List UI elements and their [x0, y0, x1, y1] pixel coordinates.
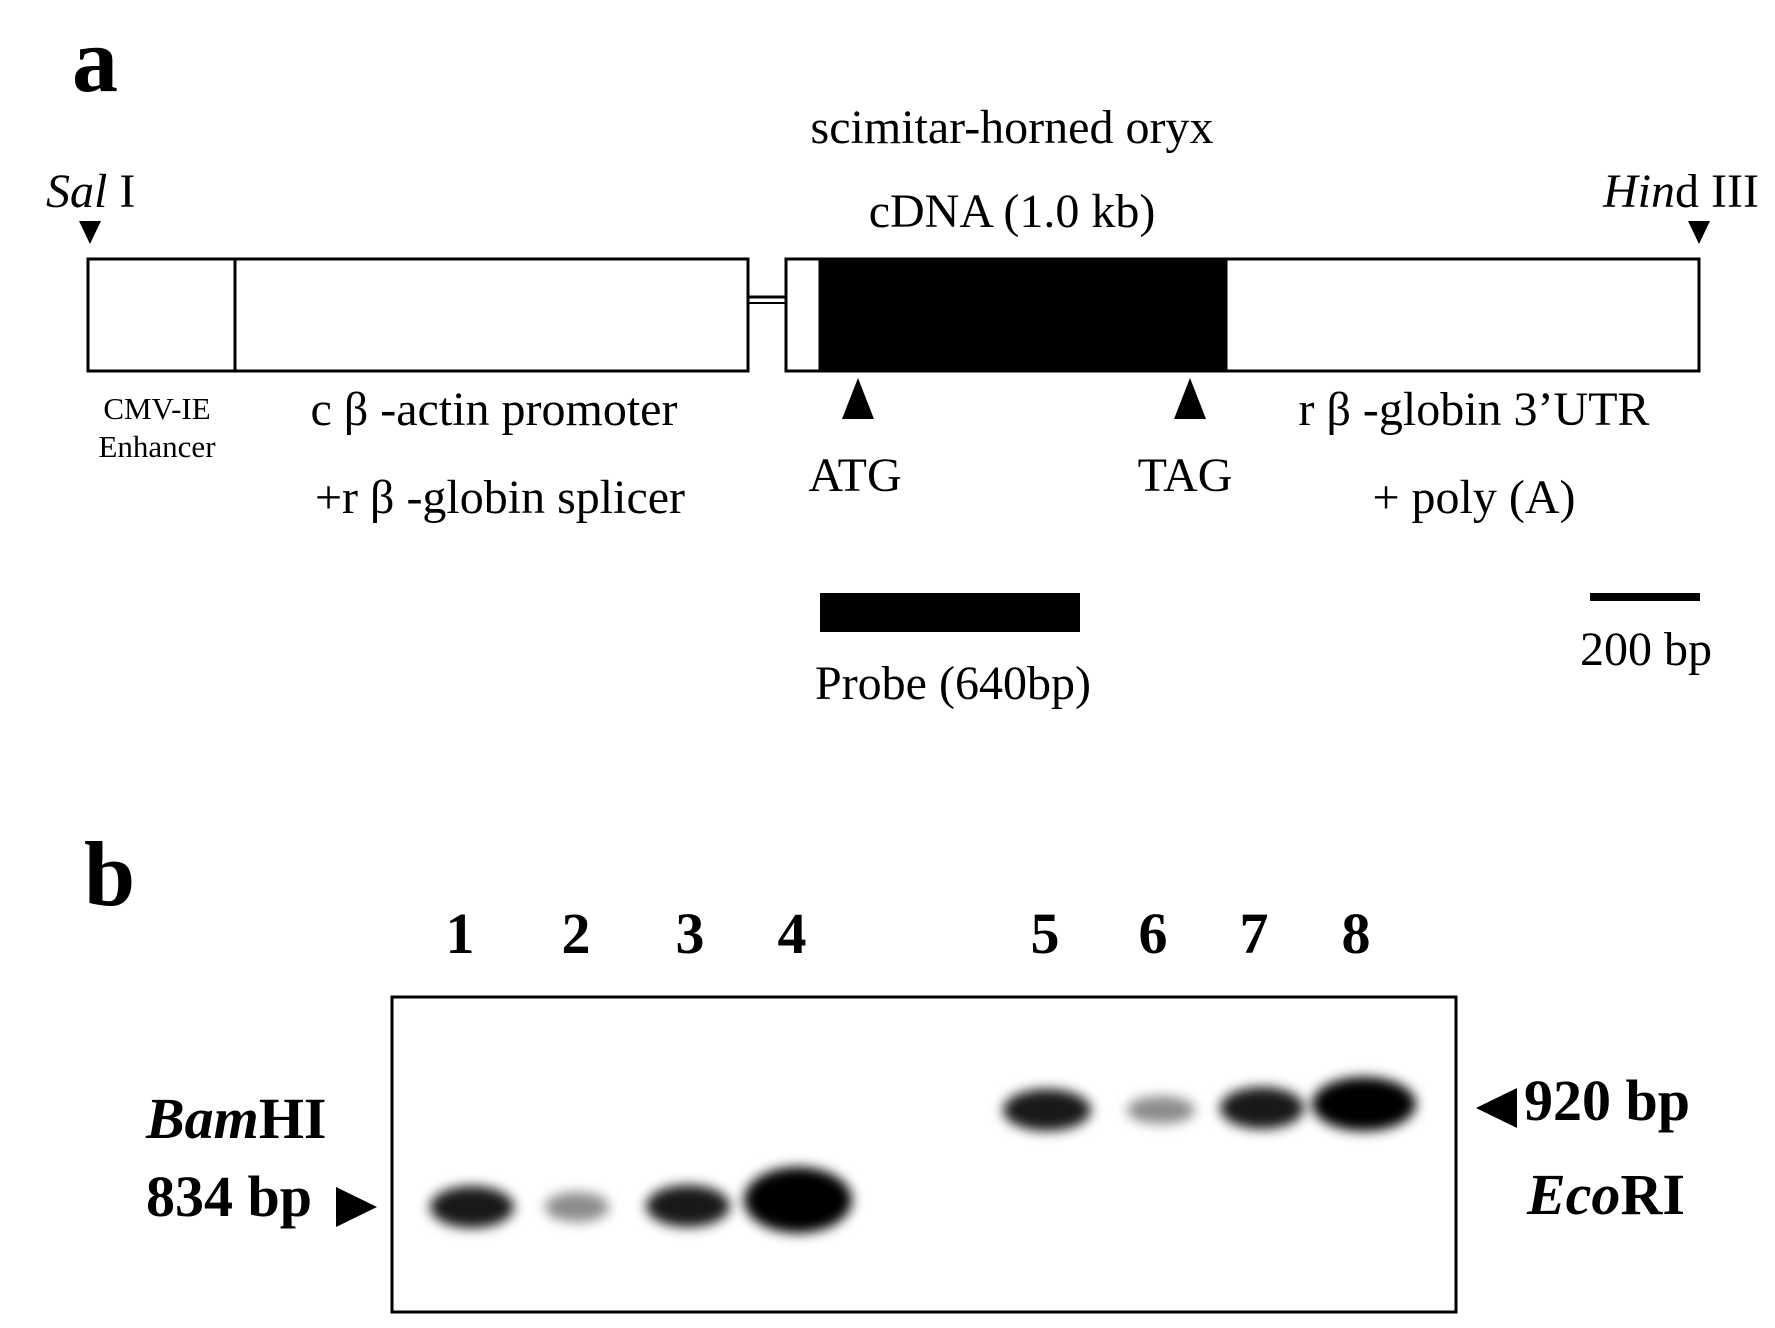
promoter-label-line2: +r β -globin splicer: [314, 471, 686, 524]
panel-a-label: a: [72, 9, 118, 111]
bam-rest: HI: [258, 1086, 327, 1151]
atg-label: ATG: [808, 449, 902, 502]
tag-marker-icon: [1174, 378, 1206, 419]
eco-italic: Eco: [1527, 1162, 1621, 1227]
cdna-title-line2: cDNA (1.0 kb): [868, 185, 1156, 238]
lane-number-1: 1: [445, 901, 475, 966]
sal-italic: Sal: [46, 165, 108, 218]
band-lane-8: [1312, 1077, 1416, 1131]
right-band-arrow-icon: [1476, 1088, 1517, 1128]
lane-number-4: 4: [777, 901, 807, 966]
probe-bar: [820, 593, 1080, 632]
hind-rest: d III: [1675, 165, 1759, 218]
cmv-enhancer-label-line2: Enhancer: [98, 429, 216, 464]
utr-box: [1224, 257, 1701, 373]
blot-frame: [390, 995, 1458, 1314]
tag-label: TAG: [1137, 449, 1233, 502]
lane-number-6: 6: [1138, 901, 1168, 966]
lane-number-7: 7: [1239, 901, 1269, 966]
left-size-label: 834 bp: [146, 1164, 313, 1229]
sal-i-site-label: Sal I: [46, 168, 135, 216]
band-lane-7: [1220, 1087, 1304, 1129]
cdna-coding-box: [818, 257, 1228, 373]
band-lane-4: [744, 1167, 852, 1233]
eco-rest: RI: [1620, 1162, 1685, 1227]
cmv-enhancer-label-line1: CMV-IE: [103, 391, 211, 426]
hind-italic: Hin: [1603, 165, 1675, 218]
ecori-label: EcoRI: [1527, 1166, 1685, 1224]
band-lane-1: [430, 1186, 514, 1228]
sal-rest: I: [107, 165, 136, 218]
utr-label-line1: r β -globin 3’UTR: [1298, 383, 1650, 436]
band-lane-6: [1127, 1096, 1195, 1124]
scale-bar-label: 200 bp: [1580, 623, 1712, 676]
atg-marker-icon: [842, 378, 874, 419]
lane-number-8: 8: [1341, 901, 1371, 966]
hind-iii-site-label: Hind III: [1603, 168, 1759, 216]
panel-b-label: b: [84, 823, 136, 925]
cdna-title-line1: scimitar-horned oryx: [810, 101, 1214, 154]
cmv-enhancer-box: [86, 257, 237, 373]
cdna-leader-box: [784, 257, 822, 373]
blot-bands: [430, 1077, 1416, 1233]
promoter-label-line1: c β -actin promoter: [310, 383, 678, 436]
bam-italic: Bam: [146, 1086, 259, 1151]
band-lane-3: [646, 1185, 730, 1227]
lane-number-5: 5: [1030, 901, 1060, 966]
lane-number-2: 2: [561, 901, 591, 966]
scale-bar: [1590, 593, 1700, 601]
bamhi-label: BamHI: [146, 1090, 327, 1148]
left-band-arrow-icon: [336, 1187, 377, 1227]
promoter-box: [233, 257, 750, 373]
band-lane-5: [1003, 1089, 1091, 1131]
sal-i-marker-icon: [79, 221, 101, 244]
utr-label-line2: + poly (A): [1372, 471, 1576, 524]
hind-iii-marker-icon: [1688, 221, 1710, 244]
band-lane-2: [545, 1192, 609, 1222]
probe-label: Probe (640bp): [815, 657, 1091, 710]
lane-number-3: 3: [675, 901, 705, 966]
right-size-label: 920 bp: [1524, 1068, 1691, 1133]
